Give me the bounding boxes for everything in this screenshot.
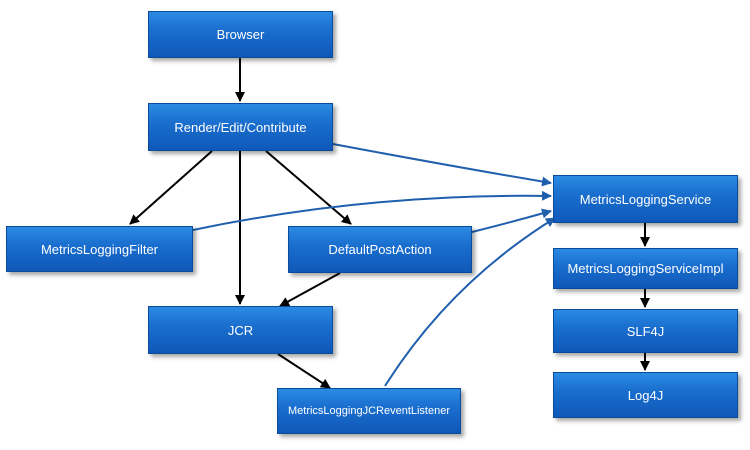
- node-listener-label: MetricsLoggingJCReventListener: [287, 405, 451, 417]
- edge-postaction-jcr: [279, 272, 341, 307]
- edge-render-filter: [129, 150, 213, 225]
- node-render-edit-contribute: Render/Edit/Contribute: [148, 103, 333, 151]
- node-metrics-logging-service-impl: MetricsLoggingServiceImpl: [553, 248, 738, 289]
- node-render-label: Render/Edit/Contribute: [174, 119, 307, 135]
- node-slf4j: SLF4J: [553, 309, 738, 353]
- node-metrics-logging-jcr-event-listener: MetricsLoggingJCReventListener: [277, 388, 461, 434]
- node-postaction-label: DefaultPostAction: [328, 242, 432, 257]
- node-filter-label: MetricsLoggingFilter: [40, 241, 159, 257]
- node-jcr: JCR: [148, 306, 333, 354]
- edge-jcr-listener: [277, 353, 331, 389]
- node-log4j: Log4J: [553, 372, 738, 418]
- node-log4j-label: Log4J: [627, 387, 664, 403]
- node-slf4j-label: SLF4J: [626, 323, 665, 339]
- node-jcr-label: JCR: [227, 322, 254, 338]
- node-browser: Browser: [148, 11, 333, 58]
- node-service-label: MetricsLoggingService: [579, 191, 712, 207]
- node-metrics-logging-service: MetricsLoggingService: [553, 175, 738, 223]
- edge-render-postaction: [265, 150, 352, 225]
- edge-listener-service: [384, 217, 556, 387]
- node-impl-label: MetricsLoggingServiceImpl: [567, 261, 724, 276]
- node-browser-label: Browser: [216, 27, 265, 42]
- node-metrics-logging-filter: MetricsLoggingFilter: [6, 226, 193, 272]
- edge-render-service: [332, 143, 552, 187]
- node-default-post-action: DefaultPostAction: [288, 226, 472, 273]
- edge-filter-service: [192, 190, 552, 231]
- edge-postaction-service: [471, 208, 552, 233]
